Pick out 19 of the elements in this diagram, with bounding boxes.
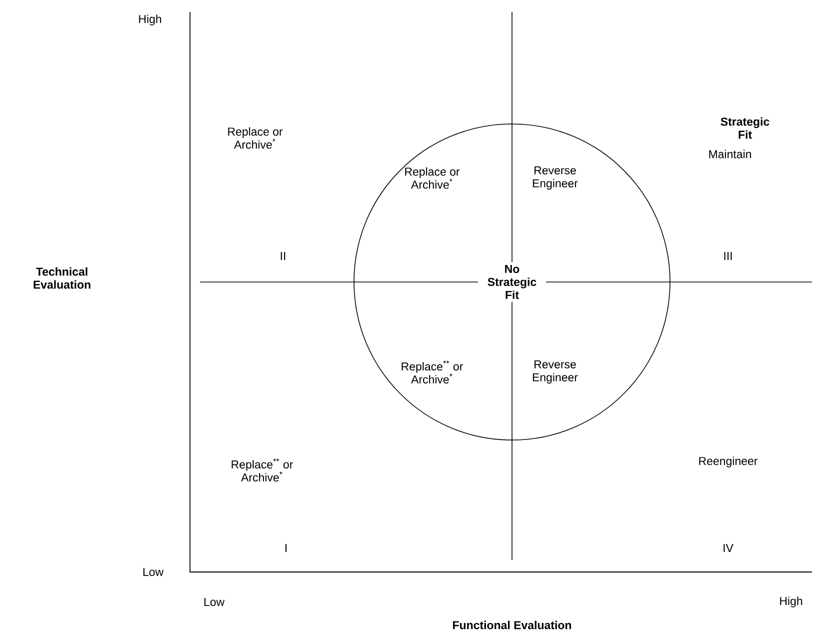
quadrant-number: III [724, 252, 732, 260]
quadrant-text: Replace$^{**}$ or Archive$^{*}$ [402, 360, 463, 384]
quadrant-number: I [285, 544, 287, 552]
region-title: Strategic Fit [720, 117, 770, 139]
axis-label: Low [204, 598, 225, 606]
quadrant-text: Reengineer [699, 456, 758, 468]
axis-title: Functional Evaluation [453, 620, 572, 630]
quadrant-text: Maintain [709, 150, 751, 158]
quadrant-text: Reverse Engineer [532, 166, 578, 190]
quadrant-text: Replace$^{**}$ or Archive$^{*}$ [232, 458, 293, 482]
quadrant-number: II [280, 252, 286, 260]
quadrant-text: Replace or Archive$^{*}$ [228, 127, 283, 149]
axis-label: High [139, 14, 162, 26]
quadrant-text: Reverse Engineer [532, 360, 578, 384]
axis-label: High [780, 596, 802, 608]
quadrant-number: IV [724, 544, 734, 552]
axis-label: Low [143, 568, 164, 576]
axis-title: Technical Evaluation [34, 267, 90, 289]
quadrant-text: Replace or Archive$^{*}$ [405, 167, 460, 189]
